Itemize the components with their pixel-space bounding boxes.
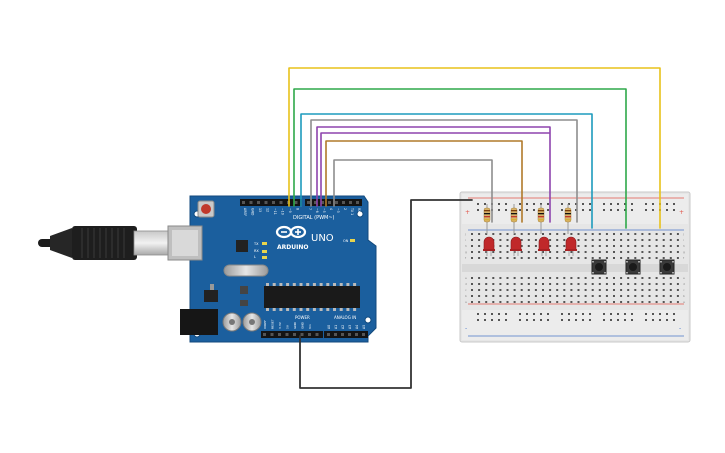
digital-pin-label: RX 0 [357,208,361,215]
digital-header-left [240,199,302,206]
digital-pin-label: AREF [243,208,247,216]
digital-label: DIGITAL (PWM~) [293,215,335,221]
power-pin-label: GND [301,321,305,329]
row-letter: e [683,276,685,280]
digital-pin-label: ~6 [315,208,319,213]
analog-pin-label: A1 [334,325,338,329]
resistor[interactable] [537,204,545,234]
power-label: POWER [295,315,310,320]
power-pin-label: 3.3V [278,321,282,329]
l-label: L [254,255,256,259]
power-pin-label: Vin [308,324,312,329]
row-letter: f [465,256,467,260]
digital-pin-label: ~11 [273,208,277,215]
analog-pin-label: A5 [362,325,366,329]
led-red[interactable] [510,236,522,256]
digital-pin-label: GND [251,208,255,216]
resistor[interactable] [564,204,572,234]
row-letter: a [683,300,685,304]
digital-pin-label: 4 [329,208,333,210]
tx-label: TX [253,242,259,246]
analog-pin-label: A3 [348,325,352,329]
row-letter: b [465,294,467,298]
brand-label: ARDUINO [277,244,308,251]
digital-pin-label: 12 [266,208,270,212]
push-button[interactable] [625,259,641,275]
digital-pin-label: TX 1 [350,207,354,215]
row-letter: h [683,244,685,248]
row-letter: d [465,282,467,286]
power-pin-label: 5V [286,324,290,329]
row-letter: f [683,256,685,260]
analog-label: ANALOG IN [334,315,356,320]
digital-pin-label: ~5 [322,208,326,213]
wire-purple-1[interactable] [316,126,551,223]
analog-pin-label: A0 [327,325,331,329]
analog-pin-label: A2 [341,325,345,329]
row-letter: e [465,276,467,280]
row-letter: c [465,288,467,292]
wire-purple-2[interactable] [320,132,550,207]
power-jack [180,309,218,335]
arduino-uno-board[interactable]: ARDUINO UNO DIGITAL (PWM~) POWER ANALOG … [167,195,377,343]
digital-pin-label: 8 [296,208,300,210]
wire-grey-top[interactable] [310,119,578,223]
row-letter: g [465,250,467,254]
rail-minus-left: - [465,325,467,332]
rx-label: RX [254,249,259,253]
digital-pin-label: ~10 [281,208,285,215]
resistor[interactable] [510,204,518,234]
row-letter: i [465,238,466,242]
arduino-logo [275,225,307,239]
digital-pin-label: ~9 [288,208,292,213]
digital-pin-label: 2 [343,208,347,210]
wire-grey-low[interactable] [333,159,493,223]
wire-orange[interactable] [325,140,523,223]
led-red[interactable] [483,236,495,256]
push-button[interactable] [659,259,675,275]
digital-pin-label: 13 [258,208,262,212]
led-red[interactable] [565,236,577,256]
usb-cable [38,226,169,260]
push-button[interactable] [591,259,607,275]
rail-plus-right: + [679,209,684,216]
power-header [261,331,323,338]
power-pin-label: GND [293,321,297,329]
row-letter: d [683,282,685,286]
led-red[interactable] [538,236,550,256]
wire-green[interactable] [293,88,627,229]
row-letter: c [683,288,685,292]
analog-header [324,331,368,338]
wire-yellow[interactable] [288,67,661,229]
analog-pin-label: A4 [355,325,359,329]
row-letter: h [465,244,467,248]
wire-teal[interactable] [300,113,593,229]
row-letter: a [465,300,467,304]
atmega-chip [264,286,360,308]
digital-pin-label: 7 [308,208,312,210]
row-letter: j [682,232,684,236]
on-label: ON [343,239,349,243]
resistor[interactable] [483,204,491,234]
reset-button[interactable] [201,204,211,214]
wire-black-gnd[interactable] [299,199,473,389]
digital-pin-label: ~3 [336,208,340,213]
row-letter: b [683,294,685,298]
power-pin-label: IOREF [263,320,267,329]
row-letter: i [683,238,684,242]
model-label: UNO [311,233,334,244]
rail-plus-left: + [465,209,470,216]
power-pin-label: RESET [271,319,275,329]
row-letter: j [464,232,466,236]
row-letter: g [683,250,685,254]
rail-minus-right: - [679,325,681,332]
